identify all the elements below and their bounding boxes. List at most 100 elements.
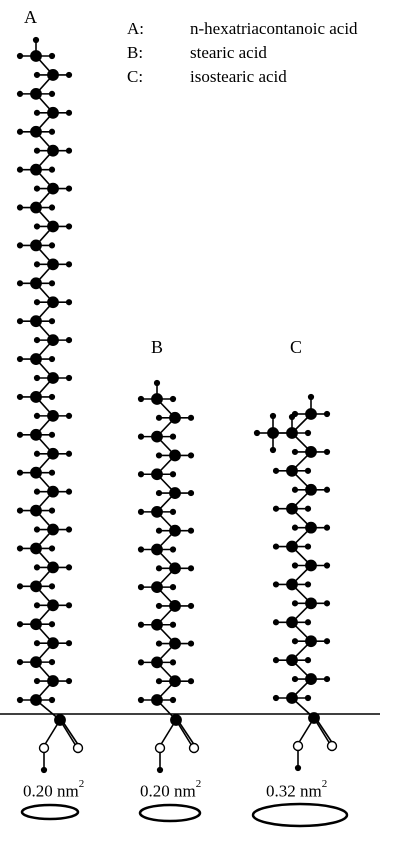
- molecule-c-hydrogen: [291, 448, 299, 456]
- molecule-b-carbon: [151, 393, 163, 405]
- molecule-c-carbon: [305, 483, 317, 496]
- molecule-b-hydrogen: [137, 546, 145, 553]
- molecule-a-carbon: [30, 656, 42, 669]
- molecule-c-hydrogen: [294, 764, 302, 772]
- molecule-b-hydrogen: [153, 379, 161, 387]
- molecule-c-carbon: [305, 673, 317, 685]
- molecule-c-oxygen: [292, 740, 304, 752]
- molecule-a-hydrogen: [16, 583, 24, 590]
- molecule-b-oxygen: [188, 742, 200, 754]
- molecule-a-carbon: [30, 125, 42, 138]
- molecule-c-carbon: [286, 578, 298, 591]
- molecule-b-carbon: [169, 562, 181, 575]
- molecule-b-carbon: [169, 487, 181, 499]
- molecule-a-hydrogen: [16, 90, 24, 97]
- molecule-a-carbon: [30, 504, 42, 517]
- molecule-c-head-bond: [316, 719, 334, 745]
- molecule-a-head-bond: [62, 721, 80, 747]
- molecule-a-hydrogen: [33, 488, 41, 495]
- molecule-c-carbon: [286, 502, 298, 515]
- molecule-b-hydrogen: [187, 489, 195, 497]
- molecule-b-hydrogen: [155, 452, 163, 459]
- molecule-b-hydrogen: [137, 508, 145, 515]
- molecule-a-carbon: [47, 599, 59, 612]
- molecule-c-hydrogen: [304, 581, 312, 588]
- molecule-b-hydrogen: [155, 527, 163, 534]
- molecule-a-carbon: [47, 296, 59, 309]
- molecule-b-carbon: [151, 543, 163, 556]
- molecule-c-carbon: [286, 464, 298, 477]
- legend-name-c: isostearic acid: [190, 67, 287, 86]
- molecule-b-carbon: [169, 449, 181, 462]
- molecule-c-hydrogen: [291, 600, 299, 607]
- molecule-c-hydrogen: [323, 562, 331, 569]
- molecule-a-hydrogen: [65, 412, 73, 419]
- molecule-a-hydrogen: [16, 280, 24, 287]
- molecule-c-carbon: [286, 692, 298, 704]
- molecule-a-hydrogen: [33, 526, 41, 533]
- molecule-c-hydrogen: [272, 619, 280, 626]
- molecule-a-hydrogen: [65, 677, 73, 685]
- label-b: B: [151, 337, 164, 357]
- molecule-a-hydrogen: [65, 640, 73, 647]
- molecule-c-hydrogen: [291, 562, 299, 569]
- molecule-c-carbon: [308, 712, 320, 724]
- molecule-b-hydrogen: [187, 602, 195, 610]
- area-value-b: 0.20 nm: [140, 781, 196, 801]
- molecule-c-hydrogen: [323, 600, 331, 607]
- molecule-c-hydrogen: [272, 467, 280, 474]
- molecule-b-hydrogen: [169, 621, 177, 628]
- molecule-b-carbon: [151, 694, 163, 706]
- legend-key-b: B:: [127, 43, 144, 62]
- molecule-b-hydrogen: [155, 489, 163, 497]
- area-label-a: 0.20 nm2: [23, 778, 84, 800]
- molecule-b-hydrogen: [187, 565, 195, 572]
- molecule-a-hydrogen: [65, 185, 73, 192]
- molecule-c-hydrogen: [304, 429, 312, 437]
- molecule-a-hydrogen: [16, 469, 24, 476]
- molecule-b-carbon: [169, 637, 181, 650]
- molecule-c-carbon: [305, 408, 317, 420]
- molecule-c-carbon: [305, 521, 317, 534]
- molecule-a-hydrogen: [33, 564, 41, 571]
- legend-key-c: C:: [127, 67, 144, 86]
- molecule-a-hydrogen: [16, 166, 24, 173]
- molecule-c-carbon: [286, 616, 298, 629]
- molecule-a-hydrogen: [16, 545, 24, 552]
- molecule-a-carbon: [30, 580, 42, 593]
- molecule-a-hydrogen: [65, 223, 73, 230]
- molecule-b-hydrogen: [187, 414, 195, 421]
- molecule-a-hydrogen: [65, 71, 73, 79]
- footprint-ellipse-b: [138, 803, 202, 823]
- molecule-a-hydrogen: [48, 545, 56, 552]
- molecule-a-carbon: [47, 523, 59, 536]
- molecule-b-carbon: [169, 524, 181, 537]
- molecule-a-hydrogen: [33, 337, 41, 344]
- molecule-b-hydrogen: [155, 414, 163, 421]
- molecule-a-hydrogen: [48, 659, 56, 666]
- molecule-c-hydrogen: [272, 505, 280, 512]
- molecule-a-hydrogen: [33, 450, 41, 457]
- molecule-c-hydrogen: [253, 429, 261, 437]
- area-label-b: 0.20 nm2: [140, 778, 201, 801]
- molecule-a-carbon: [30, 163, 42, 176]
- molecule-a-carbon: [30, 87, 42, 100]
- molecule-c-carbon: [286, 540, 298, 553]
- molecule-a-hydrogen: [48, 696, 56, 704]
- molecule-a-hydrogen: [16, 659, 24, 666]
- molecule-a-hydrogen: [33, 640, 41, 647]
- molecule-a-hydrogen: [48, 507, 56, 514]
- molecule-c-carbon: [267, 427, 279, 439]
- molecule-c-hydrogen: [304, 543, 312, 550]
- molecule-a-carbon: [30, 618, 42, 631]
- molecule-a-hydrogen: [48, 128, 56, 135]
- molecule-c-hydrogen: [291, 675, 299, 683]
- molecule-c-oxygen: [326, 740, 338, 752]
- molecule-a-hydrogen: [48, 280, 56, 287]
- molecule-a-carbon: [30, 428, 42, 441]
- molecule-c-carbon: [305, 597, 317, 610]
- molecule-a-hydrogen: [33, 374, 41, 382]
- molecule-b-hydrogen: [169, 433, 177, 440]
- molecule-a-hydrogen: [33, 412, 41, 419]
- area-label-c: 0.32 nm2: [266, 778, 327, 800]
